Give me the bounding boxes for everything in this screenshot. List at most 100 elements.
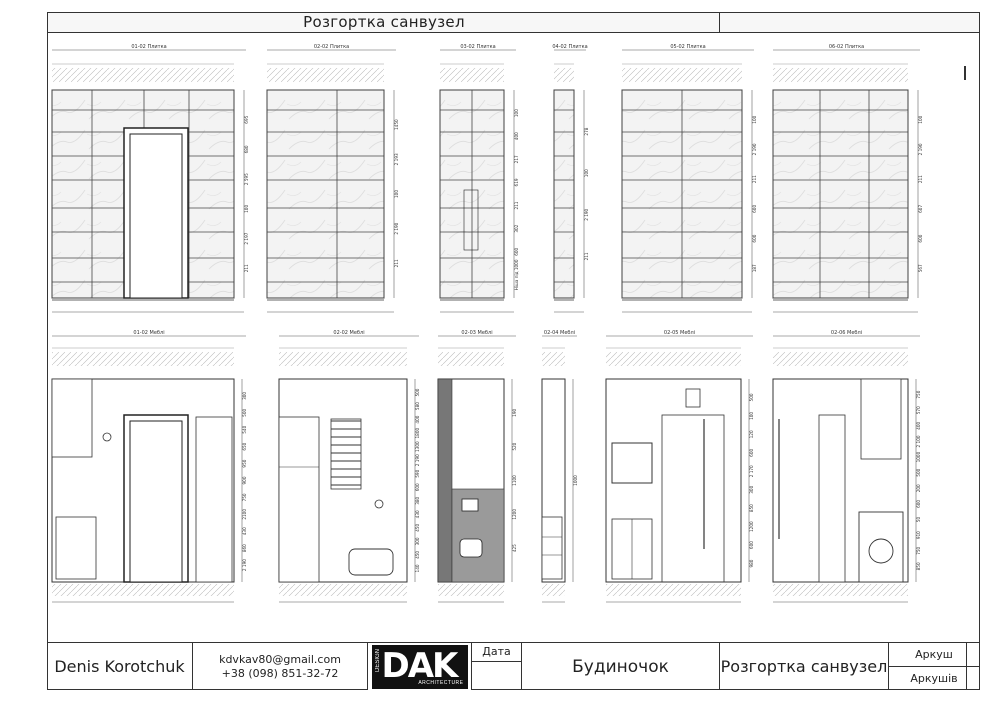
dimension-label: 2 190 [752, 143, 757, 155]
dimension-label: 450 [415, 551, 420, 559]
ceiling-hatch [52, 68, 234, 82]
view-label: 02-02 Плитка [314, 44, 349, 50]
sheet-count-cell: Аркуш Аркушів [888, 643, 980, 690]
dimension-label: 187 [752, 264, 757, 272]
ceiling-hatch [622, 68, 742, 82]
ceiling-hatch [52, 352, 234, 366]
ceiling-hatch [773, 352, 908, 366]
ceiling-hatch [606, 352, 741, 366]
dimension-label: 100 [918, 115, 923, 123]
dimension-label: 580 [415, 402, 420, 410]
dimension-label: 302 [514, 224, 519, 232]
floor-hatch [279, 584, 407, 596]
dimension-label: 600 [752, 205, 757, 213]
dimension-label: 425 [512, 544, 517, 552]
dimension-label: 100 [749, 412, 754, 420]
dimension-label: 500 [749, 393, 754, 401]
dimension-label: 850 [749, 504, 754, 512]
dimension-label: 120 [749, 430, 754, 438]
dimension-label: 211 [244, 264, 249, 272]
mirror [611, 442, 653, 484]
wall-section [437, 378, 453, 583]
dimension-label: 100 [584, 169, 589, 177]
towel-rail [330, 418, 362, 490]
dimension-label: 500 [916, 468, 921, 476]
view-label: 03-02 Плитка [460, 44, 495, 50]
view-label: 02-05 Меблі [664, 330, 695, 336]
dimension-label: 211 [514, 201, 519, 209]
dimension-label: 211 [918, 175, 923, 183]
dimension-label: 695 [244, 115, 249, 123]
dimension-label: 278 [584, 127, 589, 135]
dimension-label: Ніша під 1000 [514, 259, 519, 290]
logo-sub-text: ARCHITECTURE [418, 679, 464, 686]
dimension-label: 910 [916, 531, 921, 539]
logo-main-text: DAK [381, 645, 459, 686]
drawer-unit [541, 516, 563, 580]
ceiling-hatch [554, 68, 574, 82]
logo-design-text: DESIGN [374, 648, 381, 672]
flush-button [461, 498, 479, 512]
dimension-label: 1800 [415, 427, 420, 438]
dimension-label: 1200 [749, 521, 754, 532]
ceiling-hatch [279, 352, 407, 366]
shower-head-icon [374, 499, 384, 509]
floor-hatch [773, 584, 908, 596]
company-logo: DESIGN DAK ARCHITECTURE [367, 643, 471, 690]
dimension-label: 1200 [512, 509, 517, 520]
dimension-label: 2 190 [242, 559, 247, 571]
dimension-label: 140 [415, 564, 420, 572]
tall-cabinet [195, 416, 233, 583]
dimension-label: 2 170 [749, 465, 754, 477]
dimension-label: 1300 [415, 441, 420, 452]
dimension-label: 100 [244, 205, 249, 213]
dimension-label: 100 [394, 190, 399, 198]
boiler-controller [685, 388, 701, 408]
dimension-label: 500 [415, 388, 420, 396]
dimension-label: 570 [916, 406, 921, 414]
tiled-wall [266, 89, 385, 299]
title-block: Denis Korotchuk kdvkav80@gmail.com +38 (… [47, 642, 980, 691]
sheet-header: Розгортка санвузел [47, 12, 980, 33]
ceiling-hatch [438, 352, 504, 366]
dimension-label: 50 [916, 517, 921, 523]
dimension-label: 2 190 [918, 143, 923, 155]
tiled-wall [772, 89, 909, 299]
floor-hatch [606, 584, 741, 596]
view-label: 05-02 Плитка [670, 44, 705, 50]
dimension-label: 860 [242, 544, 247, 552]
view-label: 01-02 Плитка [131, 44, 166, 50]
dimension-label: 600 [749, 541, 754, 549]
dimension-label: 1000 [573, 475, 578, 486]
valve-icon [102, 432, 112, 442]
view-label: 02-03 Меблі [461, 330, 492, 336]
dimension-label: 211 [752, 175, 757, 183]
dimension-label: 2 190 [415, 454, 420, 466]
dimension-label: 2100 [242, 509, 247, 520]
dimension-label: 300 [242, 392, 247, 400]
dimension-label: 600 [514, 247, 519, 255]
washing-machine [858, 511, 904, 583]
date-label: Дата [472, 643, 521, 662]
dimension-label: 2 100 [916, 435, 921, 447]
dimension-label: 650 [242, 442, 247, 450]
dimension-label: 1100 [512, 475, 517, 486]
dimension-label: 2 190 [584, 208, 589, 220]
furniture-elevations: 01-02 Меблі30050054065095090075021004308… [51, 330, 921, 603]
washing-machine-door [868, 538, 894, 564]
dimension-label: 2 190 [394, 222, 399, 234]
view-label: 04-02 Плитка [552, 44, 587, 50]
furniture-elevation-1: 01-02 Меблі30050054065095090075021004308… [51, 330, 247, 603]
tall-cabinet [278, 416, 320, 583]
dimension-label: 2 595 [244, 173, 249, 185]
dimension-label: 300 [749, 485, 754, 493]
tiled-wall [553, 89, 575, 299]
dimension-label: 300 [415, 537, 420, 545]
dimension-label: 430 [415, 510, 420, 518]
dimension-label: 200 [916, 484, 921, 492]
